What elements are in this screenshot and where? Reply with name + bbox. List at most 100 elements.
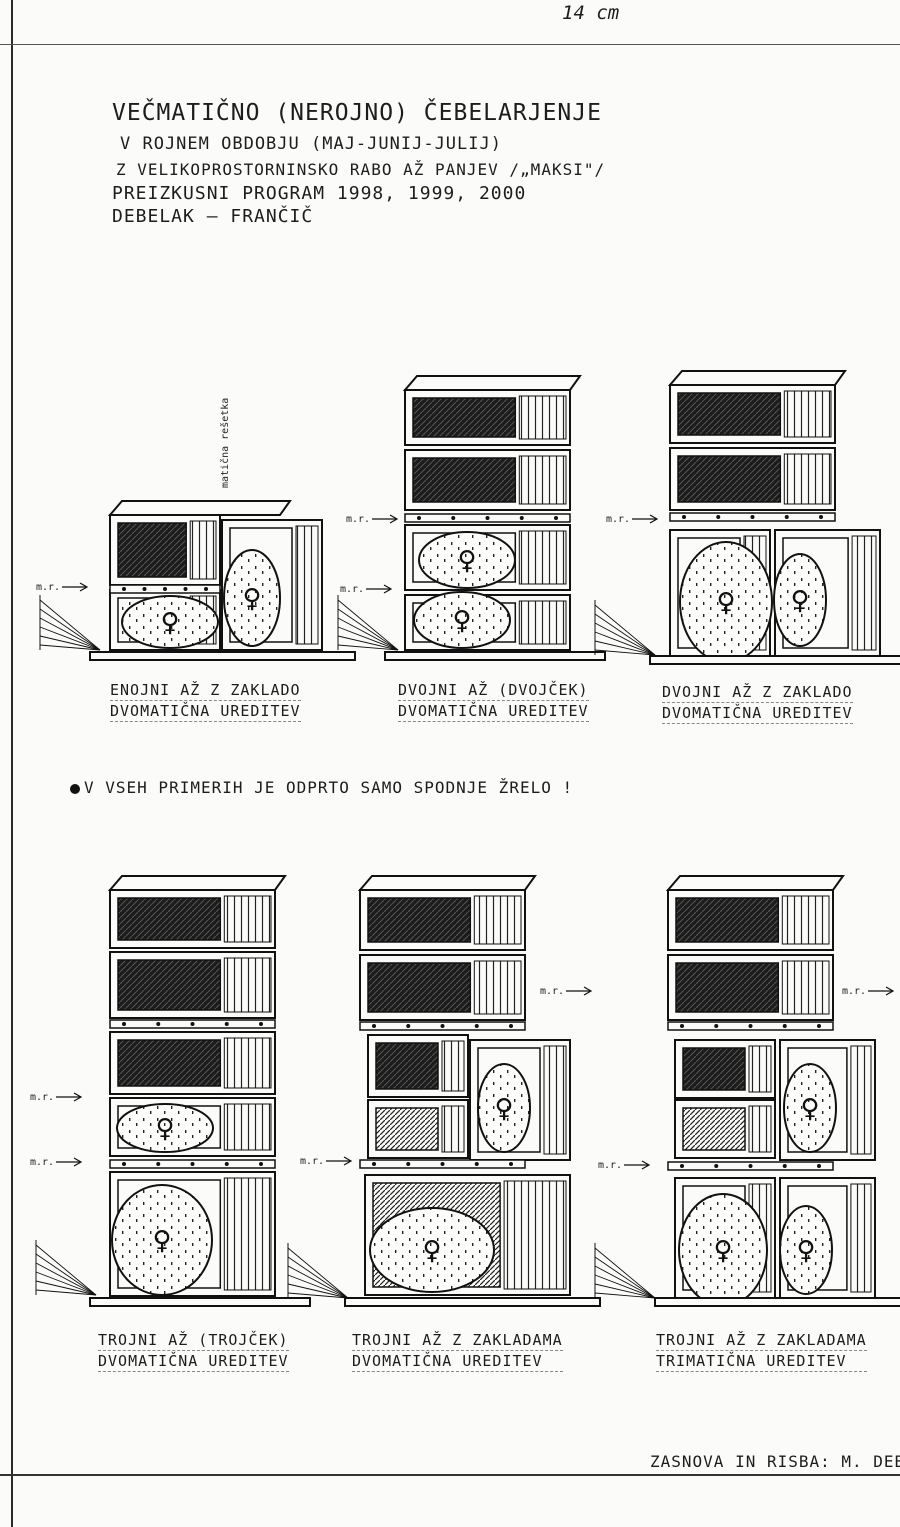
excluder-dot	[817, 1164, 821, 1168]
queen-symbol-icon: ♀	[796, 1236, 815, 1266]
excluder-dot	[509, 1024, 513, 1028]
excluder-dot	[122, 587, 126, 591]
hive-box-window	[118, 1040, 220, 1086]
caption-1: ENOJNI AŽ Z ZAKLADO DVOMATIČNA UREDITEV	[110, 680, 301, 722]
excluder-dot	[785, 515, 789, 519]
hive-box-window	[413, 398, 515, 437]
entrance-fan-line	[288, 1248, 348, 1298]
excluder-dot	[716, 515, 720, 519]
caption-2-line-2: DVOMATIČNA UREDITEV	[398, 701, 589, 722]
caption-5-line-1: TROJNI AŽ Z ZAKLADAMA	[352, 1330, 563, 1351]
hive-box-side	[782, 896, 829, 944]
excluder-dot	[225, 1022, 229, 1026]
mp-label: m.r.	[30, 1157, 54, 1168]
hive-box-side	[190, 521, 216, 579]
queen-symbol-icon: ♀	[152, 1226, 171, 1256]
hive-box-side	[519, 396, 566, 439]
queen-symbol-icon: ♀	[716, 588, 735, 618]
excluder-dot	[143, 587, 147, 591]
hive-roof	[670, 371, 845, 385]
queen-symbol-icon: ♀	[242, 584, 261, 614]
bullet-dot-icon	[70, 784, 80, 794]
hive-box-side	[224, 958, 271, 1012]
excluder-dot	[406, 1024, 410, 1028]
hive-box-window	[676, 898, 778, 942]
caption-4: TROJNI AŽ (TROJČEK) DVOMATIČNA UREDITEV	[98, 1330, 289, 1372]
excluder-dot	[509, 1162, 513, 1166]
hive-box-side	[224, 1038, 271, 1088]
excluder-dot	[451, 516, 455, 520]
hive-roof	[668, 876, 843, 890]
caption-4-line-1: TROJNI AŽ (TROJČEK)	[98, 1330, 289, 1351]
caption-5: TROJNI AŽ Z ZAKLADAMA DVOMATIČNA UREDITE…	[352, 1330, 563, 1372]
hive-box-side	[782, 961, 829, 1014]
excluder-dot	[156, 1162, 160, 1166]
hive-box-window	[376, 1043, 438, 1089]
hive-box-side	[519, 531, 566, 584]
excluder-dot	[225, 1162, 229, 1166]
mp-label: m.r.	[340, 584, 364, 595]
mp-label: m.r.	[36, 582, 60, 593]
caption-2-line-1: DVOJNI AŽ (DVOJČEK)	[398, 680, 589, 701]
hive-box-side	[224, 896, 271, 942]
mp-label: m.r.	[30, 1092, 54, 1103]
excluder-dot	[163, 587, 167, 591]
hive-box-side	[851, 1046, 871, 1154]
hive-box-side	[851, 1184, 871, 1292]
entrance-fan-line	[595, 1266, 655, 1298]
note-line: V VSEH PRIMERIH JE ODPRTO SAMO SPODNJE Ž…	[70, 778, 573, 797]
excluder-dot	[191, 1022, 195, 1026]
excluder-dot	[441, 1162, 445, 1166]
hive-box-side	[504, 1181, 566, 1289]
credit-line: ZASNOVA IN RISBA: M. DEB	[650, 1452, 900, 1471]
caption-1-line-2: DVOMATIČNA UREDITEV	[110, 701, 301, 722]
excluder-dot	[783, 1164, 787, 1168]
excluder-dot	[680, 1164, 684, 1168]
hive-box-side	[442, 1106, 464, 1152]
excluder-dot	[486, 516, 490, 520]
queen-symbol-icon: ♀	[457, 546, 476, 576]
hive-box-side	[852, 536, 876, 650]
hive-box-side	[224, 1104, 271, 1150]
entrance-fan-line	[36, 1254, 96, 1295]
excluder-dot	[751, 515, 755, 519]
excluder-dot	[122, 1022, 126, 1026]
queen-symbol-icon: ♀	[494, 1094, 513, 1124]
hive-box-side	[784, 454, 831, 504]
hive-box-window	[413, 458, 515, 502]
caption-6-line-2: TRIMATIČNA UREDITEV	[656, 1351, 867, 1372]
entrance-fan-line	[338, 609, 398, 650]
entrance-fan-line	[595, 1257, 655, 1298]
excluder-dot	[156, 1022, 160, 1026]
hive-box-side	[749, 1106, 771, 1152]
caption-6-line-1: TROJNI AŽ Z ZAKLADAMA	[656, 1330, 867, 1351]
hive-base	[90, 652, 355, 660]
entrance-fan-line	[595, 605, 655, 655]
caption-3-line-2: DVOMATIČNA UREDITEV	[662, 703, 853, 724]
queen-symbol-icon: ♀	[713, 1236, 732, 1266]
queen-symbol-icon: ♀	[452, 606, 471, 636]
hive-box-window	[376, 1108, 438, 1150]
hive-box-side	[442, 1041, 464, 1091]
excluder-dot	[714, 1164, 718, 1168]
entrance-fan-line	[595, 614, 655, 655]
queen-symbol-icon: ♀	[160, 608, 179, 638]
excluder-dot	[819, 515, 823, 519]
excluder-dot	[184, 587, 188, 591]
hive-box-side	[474, 961, 521, 1014]
excluder-dot	[417, 516, 421, 520]
excluder-dot	[259, 1162, 263, 1166]
excluder-dot	[441, 1024, 445, 1028]
excluder-dot	[122, 1162, 126, 1166]
hive-box-side	[519, 456, 566, 504]
caption-4-line-2: DVOMATIČNA UREDITEV	[98, 1351, 289, 1372]
entrance-fan-line	[338, 600, 398, 650]
hive-base	[655, 1298, 900, 1306]
hive-box-window	[118, 898, 220, 940]
entrance-fan-line	[40, 618, 100, 650]
mp-label: m.r.	[346, 514, 370, 525]
hive-box-side	[544, 1046, 566, 1154]
hive-base	[650, 656, 900, 664]
hive-box-window	[368, 898, 470, 942]
